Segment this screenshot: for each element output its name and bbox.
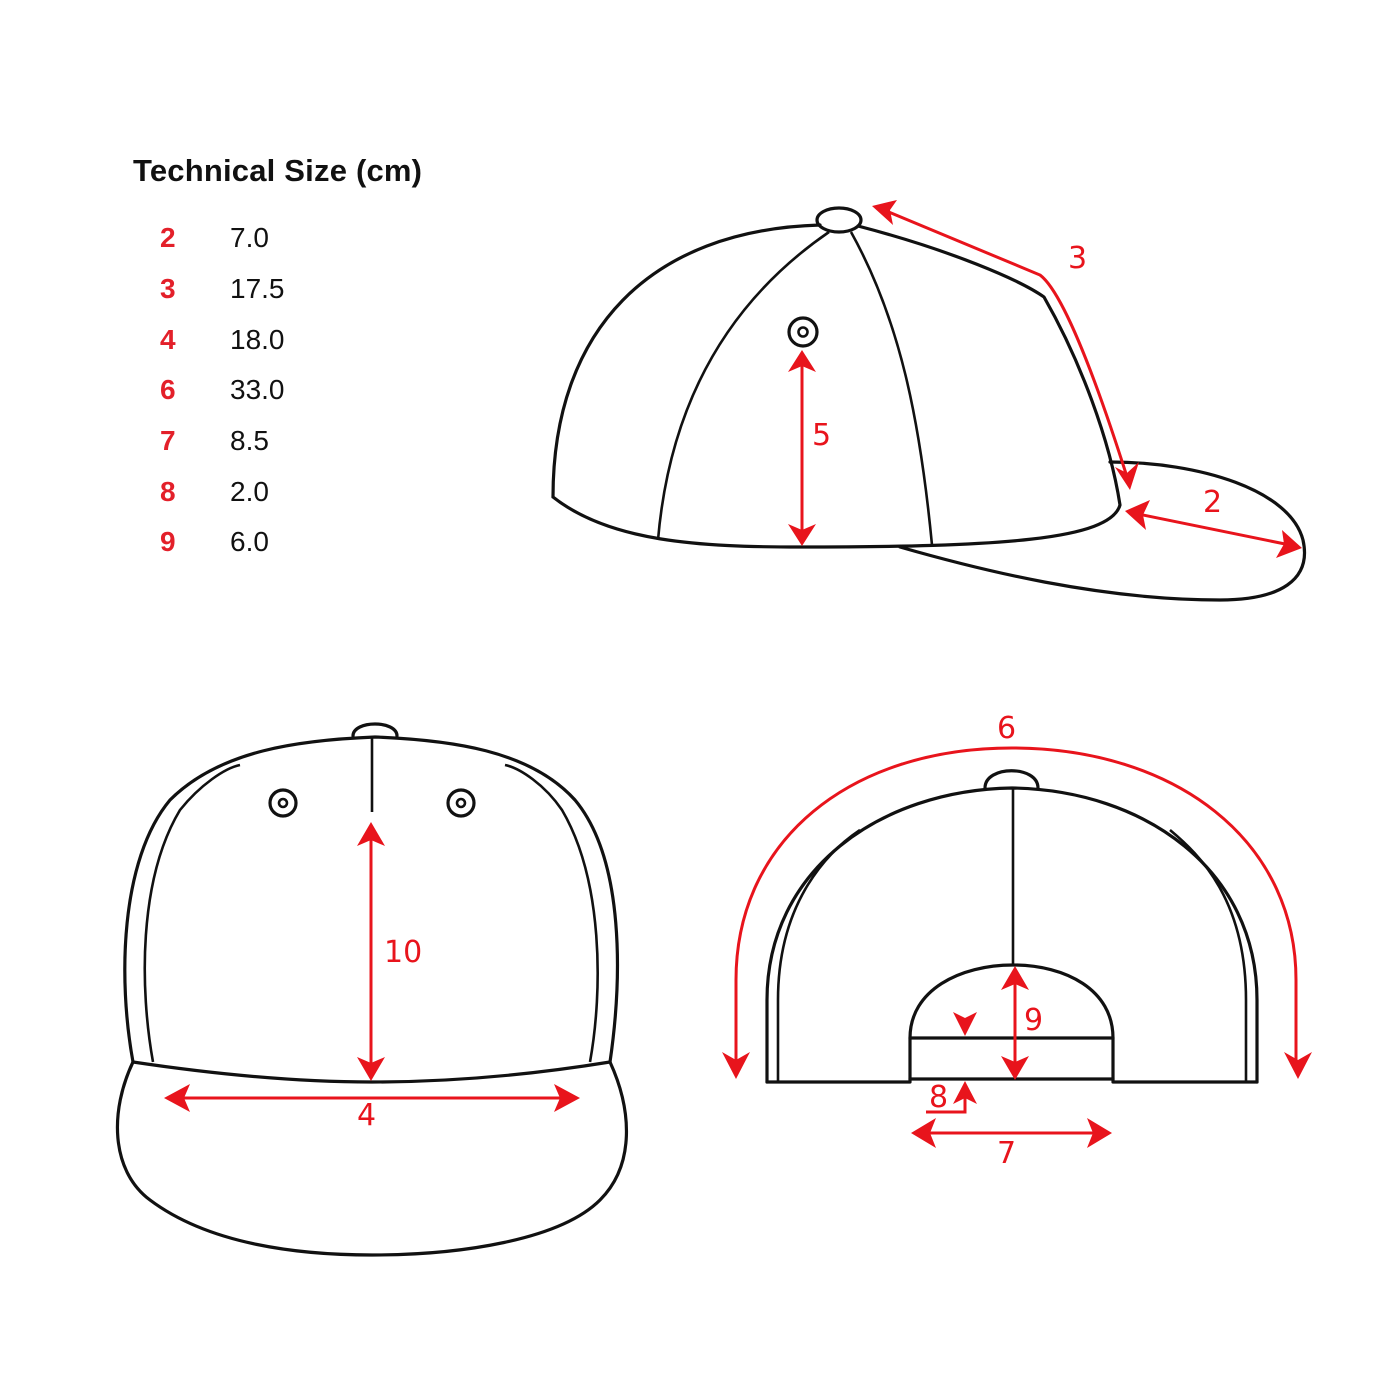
side-brim [898,460,1307,602]
label-6: 6 [997,711,1016,746]
size-key: 9 [160,526,176,558]
back-panel-seam [776,828,861,1082]
eyelet-icon [446,788,476,818]
crown-button-icon [351,722,399,738]
size-key: 6 [160,374,176,406]
size-value: 33.0 [230,374,285,406]
eyelet-icon [787,316,819,348]
back-panel-seam [1169,829,1248,1082]
dimension-line-2 [1137,512,1291,547]
arrow-head-icon [872,200,897,225]
side-view-cap: 5 3 2 [551,200,1307,602]
arrow-head-icon [357,822,385,846]
arrow-head-icon [953,1081,977,1104]
label-5: 5 [812,418,831,453]
label-3: 3 [1068,241,1087,276]
eyelet-icon [797,326,809,338]
eyelet-icon [455,797,467,809]
arrow-head-icon [1001,1056,1029,1080]
arrow-head-icon [1276,530,1302,558]
arrow-head-icon [357,1057,385,1081]
label-7: 7 [997,1136,1016,1171]
label-2: 2 [1203,485,1222,520]
chart-title: Technical Size (cm) [133,153,423,188]
size-key: 3 [160,273,176,305]
back-view-cap: 6 9 8 7 [722,711,1312,1171]
arrow-head-icon [911,1118,936,1148]
seam [849,231,934,546]
front-crown [123,735,620,1064]
front-band [131,1060,612,1084]
arrow-head-icon [1284,1052,1312,1079]
size-value: 8.5 [230,425,269,457]
label-9: 9 [1024,1003,1043,1038]
side-panel-seam [504,763,599,1063]
size-value: 6.0 [230,526,269,558]
eyelet-icon [268,788,298,818]
label-4: 4 [357,1098,376,1133]
crown-button-icon [983,769,1040,790]
front-view-cap: 10 4 [115,722,629,1257]
size-key: 7 [160,425,176,457]
arrow-head-icon [554,1084,580,1112]
arrow-head-icon [1001,966,1029,990]
front-brim [115,1060,629,1257]
arrow-head-icon [788,350,816,372]
dimension-line-3 [883,208,1130,481]
side-panel-seam [143,763,241,1063]
size-value: 2.0 [230,475,269,507]
arrow-head-icon [953,1012,977,1036]
size-key: 4 [160,323,176,355]
size-value: 7.0 [230,222,269,254]
label-8: 8 [929,1080,948,1115]
seam [656,230,830,541]
arrow-head-icon [1115,462,1139,490]
dimension-line-6 [734,746,1298,1060]
arrow-head-icon [1087,1118,1112,1148]
size-value: 18.0 [230,323,285,355]
arrow-head-icon [1125,500,1150,530]
side-crown [551,223,1122,549]
crown-button-icon [815,206,863,234]
size-key: 8 [160,475,176,507]
size-value: 17.5 [230,273,285,305]
size-key: 2 [160,222,176,254]
arrow-head-icon [164,1084,190,1112]
back-opening [765,963,1259,1084]
label-10: 10 [384,935,422,970]
arrow-head-icon [788,524,816,546]
eyelet-icon [277,797,289,809]
arrow-head-icon [722,1052,750,1079]
